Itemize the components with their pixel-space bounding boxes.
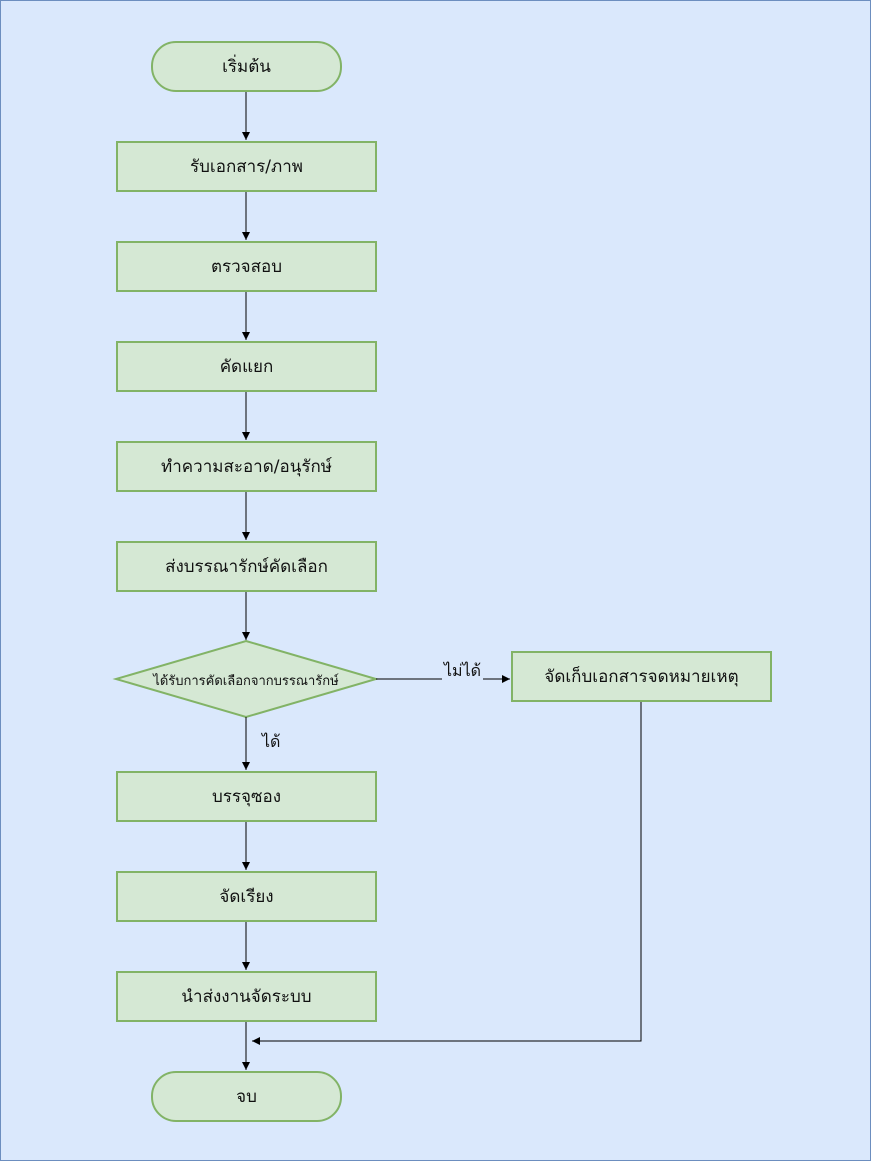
sort-node: คัดแยก (116, 341, 377, 392)
clean-node: ทำความสะอาด/อนุรักษ์ (116, 441, 377, 492)
end-node: จบ (151, 1071, 342, 1122)
send-node: ส่งบรรณารักษ์คัดเลือก (116, 541, 377, 592)
start-node: เริ่มต้น (151, 41, 342, 92)
decision-label: ได้รับการคัดเลือกจากบรรณารักษ์ (153, 673, 339, 689)
no-edge-label: ไม่ได้ (442, 659, 484, 684)
arrange-node: จัดเรียง (116, 871, 377, 922)
archive-node: จัดเก็บเอกสารจดหมายเหตุ (511, 651, 772, 702)
deliver-node: นำส่งงานจัดระบบ (116, 971, 377, 1022)
inspect-node: ตรวจสอบ (116, 241, 377, 292)
envelope-node: บรรจุซอง (116, 771, 377, 822)
yes-edge-label: ได้ (260, 730, 283, 755)
edge-archive-merge (252, 701, 642, 1045)
receive-node: รับเอกสาร/ภาพ (116, 141, 377, 192)
